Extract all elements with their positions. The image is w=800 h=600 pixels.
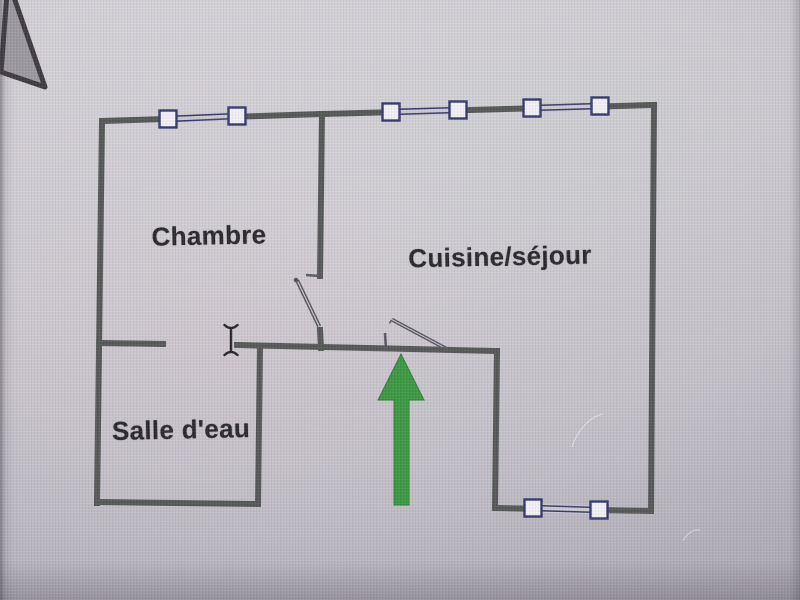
- windows-group: [158, 96, 610, 520]
- window-glass-line: [532, 509, 600, 514]
- window-glass-line: [167, 117, 238, 123]
- entrance-arrow-up-icon: [377, 352, 425, 506]
- wall-left: [93, 117, 106, 507]
- screen-scratch: [571, 413, 604, 448]
- wall-interior-lower: [316, 326, 325, 352]
- window-end-square: [523, 498, 543, 518]
- window-glass-line: [390, 111, 459, 116]
- window-end-square: [158, 109, 178, 129]
- window-end-square: [227, 106, 247, 126]
- window-mask: [531, 101, 601, 113]
- window-end-square: [381, 102, 401, 122]
- screen-scratch: [682, 529, 701, 542]
- window-glass-line: [532, 504, 600, 509]
- chambre-door-hinge-dot: [293, 277, 299, 283]
- window-chambre-top: [158, 106, 247, 129]
- chambre-door-jamb-tick: [305, 273, 321, 278]
- window-end-square: [589, 500, 609, 520]
- window-end-square: [522, 98, 542, 118]
- window-mask: [532, 503, 600, 515]
- walls-group: [93, 101, 658, 515]
- chambre-door-leaf: [297, 279, 322, 327]
- corner-pointer-icon: [0, 0, 48, 90]
- room-label-salle-deau: Salle d'eau: [111, 413, 251, 446]
- wall-cuisine-left-vertical: [491, 347, 501, 512]
- window-glass-line: [531, 107, 601, 112]
- doors-group: [293, 273, 449, 352]
- window-glass-line: [531, 102, 601, 107]
- wall-salle-right: [254, 343, 264, 508]
- window-mask: [390, 105, 459, 117]
- room-label-chambre: Chambre: [151, 219, 267, 252]
- wall-mid-left-segment: [95, 339, 167, 348]
- wall-salle-bottom: [93, 498, 262, 508]
- window-cuisine-top-right: [522, 96, 610, 118]
- entrance-door-jamb-tick: [383, 332, 388, 351]
- entrance-door-leaf: [388, 319, 448, 352]
- wall-interior-upper: [316, 110, 326, 280]
- window-end-square: [590, 96, 610, 116]
- room-label-cuisine-sejour: Cuisine/séjour: [408, 239, 592, 274]
- wall-mid-right-segment: [233, 341, 501, 355]
- entrance-door-leaf: [392, 317, 449, 350]
- window-glass-line: [167, 112, 238, 118]
- window-end-square: [448, 100, 468, 120]
- i-beam-cursor-icon: [223, 323, 239, 357]
- window-mask: [167, 111, 238, 124]
- window-cuisine-top-left: [381, 100, 468, 122]
- chambre-door-leaf: [295, 280, 319, 328]
- window-cuisine-bottom: [523, 498, 609, 520]
- window-glass-line: [390, 106, 459, 111]
- wall-right: [647, 101, 658, 515]
